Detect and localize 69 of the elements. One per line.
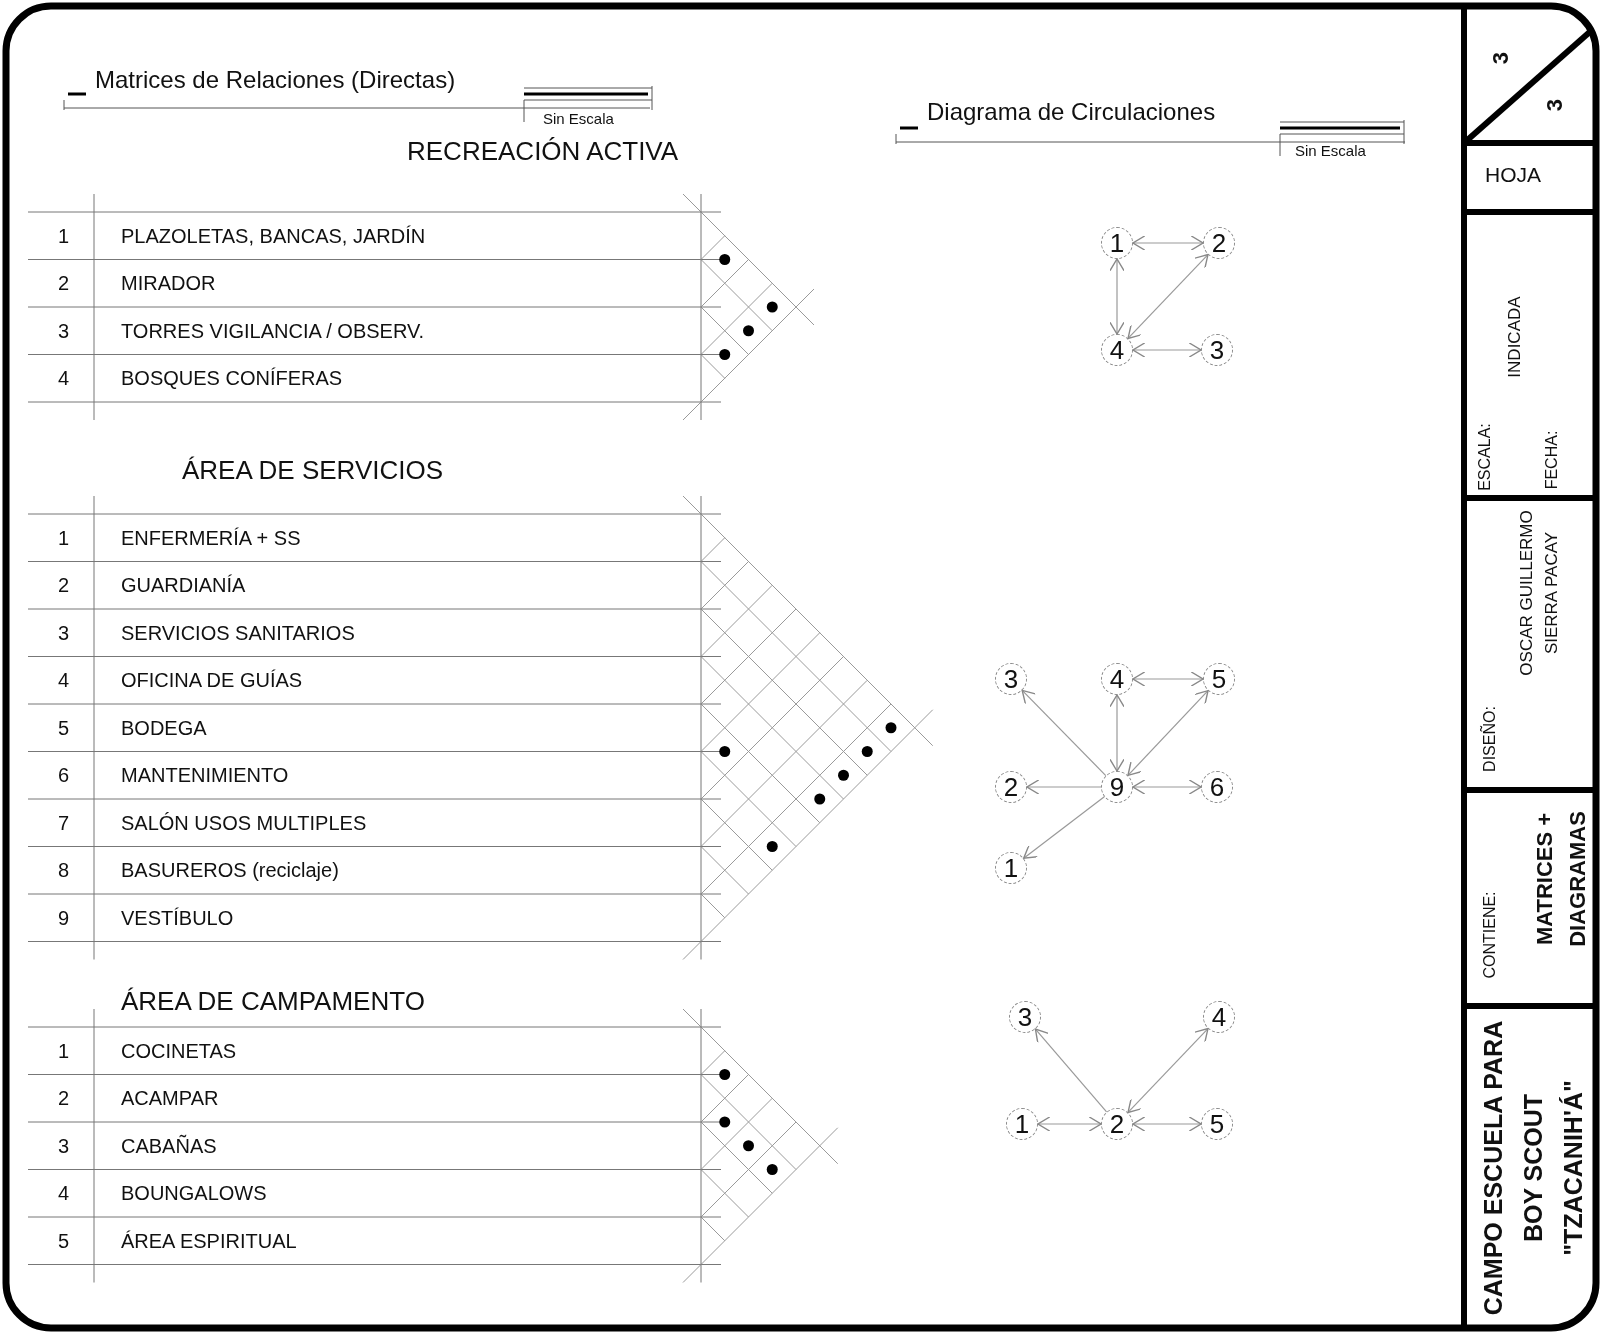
space-name: ENFERMERÍA + SS [121,527,301,548]
matrix-heading: RECREACIÓN ACTIVA [407,138,679,164]
space-name: SERVICIOS SANITARIOS [121,622,355,643]
row-number: 2 [58,1088,70,1109]
row-number: 4 [58,670,70,691]
sheet-total: 3 [1540,97,1568,114]
row-number: 9 [58,907,70,928]
row-number: 7 [58,812,70,833]
row-number: 5 [58,1230,70,1251]
row-number: 8 [58,860,70,881]
space-name: SALÓN USOS MULTIPLES [121,812,367,833]
designer-name: OSCAR GUILLERMO SIERRA PACAY [1514,509,1561,678]
matrix-heading: ÁREA DE SERVICIOS [182,457,444,483]
circulation-arrow [1037,1116,1102,1132]
row-number: 1 [58,225,70,246]
space-name: TORRES VIGILANCIA / OBSERV. [121,320,425,341]
circulation-arrow [1034,1028,1108,1113]
space-name: OFICINA DE GUÍAS [121,670,303,691]
circulation-arrow [1132,1116,1202,1132]
space-name: VESTÍBULO [121,907,234,928]
row-number: 4 [58,1183,70,1204]
sheet-number: 3 [1486,50,1514,67]
row-number: 1 [58,1040,70,1061]
field-caption: ESCALA: [1475,422,1494,493]
row-number: 4 [58,368,70,389]
space-name: BASUREROS (reciclaje) [121,860,339,881]
space-name: CABAÑAS [121,1135,217,1156]
space-name: MIRADOR [121,273,216,294]
row-number: 2 [58,575,70,596]
row-number: 5 [58,717,70,738]
matrix-heading: ÁREA DE CAMPAMENTO [121,988,425,1014]
scale-note: Sin Escala [1295,142,1366,158]
space-name: PLAZOLETAS, BANCAS, JARDÍN [121,225,426,246]
row-number: 1 [58,527,70,548]
circulation-arrow [1127,689,1209,777]
circulation-arrow [1132,235,1204,251]
circulation-arrow [1132,779,1202,795]
space-name: BOUNGALOWS [121,1183,267,1204]
circulation-arrow [1026,779,1102,795]
field-caption: CONTIENE: [1480,890,1499,981]
row-number: 3 [58,320,70,341]
field-caption: FECHA: [1542,429,1561,492]
row-number: 3 [58,622,70,643]
section-title: Matrices de Relaciones (Directas) [95,68,456,92]
space-name: GUARDIANÍA [121,575,246,596]
space-name: BOSQUES CONÍFERAS [121,368,343,389]
space-name: ÁREA ESPIRITUAL [121,1230,297,1251]
scale-value: INDICADA [1504,295,1526,380]
row-number: 3 [58,1135,70,1156]
sheet-contents: MATRICES + DIAGRAMAS [1530,810,1590,949]
space-name: BODEGA [121,717,207,738]
row-number: 2 [58,273,70,294]
circulation-arrow [1109,694,1125,772]
project-title: CAMPO ESCUELA PARA BOY SCOUT "TZACANIH'Á" [1478,1019,1588,1318]
circulation-arrow [1109,258,1125,335]
field-caption: HOJA [1485,163,1541,185]
space-name: COCINETAS [121,1040,237,1061]
section-title: Diagrama de Circulaciones [927,100,1216,124]
scale-note: Sin Escala [543,110,614,126]
space-name: MANTENIMIENTO [121,765,289,786]
circulation-arrow [1127,1027,1209,1114]
circulation-arrow [1127,253,1209,340]
circulation-arrow [1021,689,1107,777]
circulation-arrow [1132,671,1204,687]
circulation-arrow [1132,342,1202,358]
field-caption: DISEÑO: [1479,705,1499,774]
row-number: 6 [58,765,70,786]
space-name: ACAMPAR [121,1088,219,1109]
circulation-arrow [1023,796,1105,859]
